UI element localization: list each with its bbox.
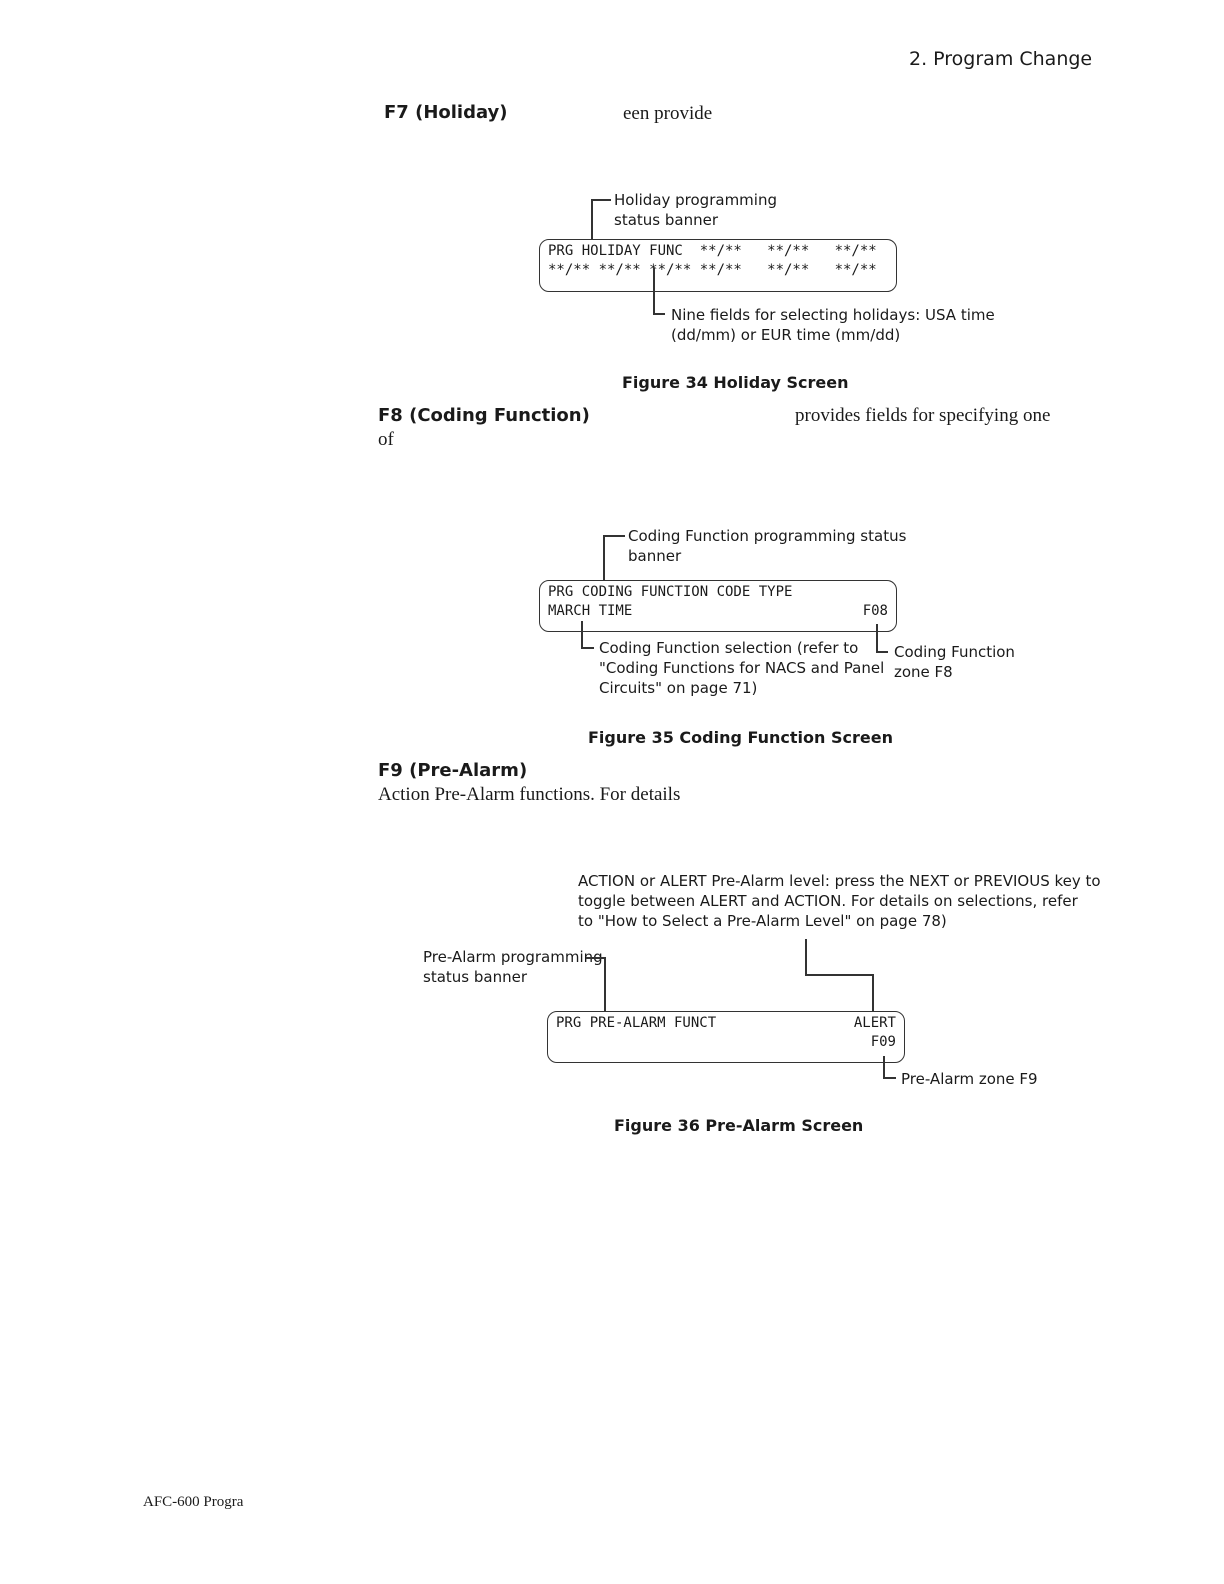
leader-line <box>603 535 605 581</box>
lcd-line-1: PRG PRE-ALARM FUNCT <box>556 1015 717 1031</box>
figure-caption-34: Figure 34 Holiday Screen <box>622 373 849 392</box>
leader-line <box>653 313 665 315</box>
lcd-line-2: MARCH TIME <box>548 603 633 619</box>
figure-caption-35: Figure 35 Coding Function Screen <box>588 728 893 747</box>
leader-line <box>876 651 888 653</box>
lcd-holiday: PRG HOLIDAY FUNC **/** **/** **/** **/**… <box>539 239 897 292</box>
leader-line <box>883 1056 885 1078</box>
figure-caption-36: Figure 36 Pre-Alarm Screen <box>614 1116 864 1135</box>
leader-line <box>591 199 611 201</box>
lcd-zone-code: F09 <box>870 1034 896 1050</box>
leader-line <box>805 974 873 976</box>
leader-line <box>872 974 874 1012</box>
callout-holiday-banner: Holiday programming status banner <box>614 191 777 229</box>
chapter-header: 2. Program Change <box>909 48 1093 70</box>
leader-line <box>581 621 583 648</box>
leader-line <box>591 199 593 261</box>
leader-line <box>586 957 604 959</box>
leader-line <box>876 624 878 652</box>
section-heading-f7: F7 (Holiday) <box>384 102 508 123</box>
leader-line <box>883 1077 896 1079</box>
section-text-f9: Action Pre-Alarm functions. For details <box>378 784 681 805</box>
section-text-f7: een provide <box>623 103 713 124</box>
lcd-coding-function: PRG CODING FUNCTION CODE TYPE MARCH TIME… <box>539 580 897 632</box>
lcd-line-1: PRG CODING FUNCTION CODE TYPE <box>548 584 793 600</box>
lcd-line-2: **/** **/** **/** **/** **/** **/** <box>548 262 877 278</box>
leader-line <box>581 647 594 649</box>
callout-holiday-fields: Nine fields for selecting holidays: USA … <box>671 306 995 344</box>
callout-coding-zone: Coding Function zone F8 <box>894 643 1015 681</box>
lcd-alarm-level: ALERT <box>853 1015 896 1031</box>
section-heading-f8: F8 (Coding Function) <box>378 405 590 426</box>
section-text-f8-line1: provides fields for specifying one <box>795 405 1051 426</box>
callout-coding-selection: Coding Function selection (refer to "Cod… <box>599 639 885 697</box>
leader-line <box>653 268 655 314</box>
section-heading-f9: F9 (Pre-Alarm) <box>378 760 528 781</box>
leader-line <box>805 939 807 975</box>
callout-prealarm-zone: Pre-Alarm zone F9 <box>901 1070 1038 1088</box>
callout-prealarm-banner: Pre-Alarm programming status banner <box>423 948 603 986</box>
leader-line <box>604 957 606 1012</box>
lcd-zone-code: F08 <box>862 603 888 619</box>
lcd-pre-alarm: PRG PRE-ALARM FUNCT ALERT F09 <box>547 1011 905 1063</box>
callout-coding-banner: Coding Function programming status banne… <box>628 527 907 565</box>
section-text-f8-line2: of <box>378 429 394 450</box>
callout-prealarm-level: ACTION or ALERT Pre-Alarm level: press t… <box>578 872 1101 930</box>
leader-line <box>603 535 625 537</box>
lcd-line-1: PRG HOLIDAY FUNC **/** **/** **/** <box>548 243 877 259</box>
page-footer: AFC-600 Progra <box>143 1494 244 1510</box>
